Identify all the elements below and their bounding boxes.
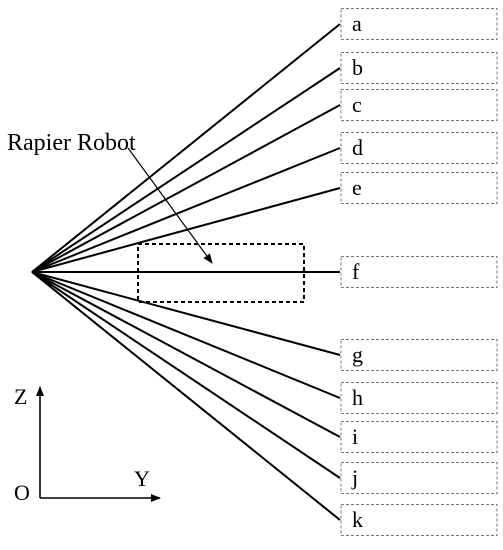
ray-fan	[31, 23, 341, 521]
ray-label-h: h	[352, 385, 363, 410]
ray-k	[31, 271, 341, 521]
label-boxes	[340, 8, 498, 536]
label-box-c	[340, 89, 498, 121]
ray-label-g: g	[352, 342, 363, 367]
origin-label: O	[14, 480, 30, 505]
ray-label-b: b	[352, 55, 363, 80]
label-box-f	[340, 256, 498, 288]
label-box-g	[340, 339, 498, 371]
label-box-k	[340, 504, 498, 536]
ray-label-a: a	[352, 11, 362, 36]
y-axis-label: Y	[134, 466, 150, 491]
label-box-i	[340, 421, 498, 453]
ray-c	[31, 104, 341, 273]
ray-label-e: e	[352, 175, 362, 200]
ray-h	[31, 271, 341, 399]
ray-d	[31, 147, 341, 273]
ray-label-d: d	[352, 135, 363, 160]
ray-e	[31, 187, 341, 273]
label-box-d	[340, 132, 498, 164]
ray-label-j: j	[351, 465, 358, 490]
ray-label-f: f	[352, 259, 360, 284]
label-box-a	[340, 8, 498, 40]
label-box-b	[340, 52, 498, 84]
ray-label-k: k	[352, 507, 363, 532]
ray-a	[31, 23, 341, 273]
label-box-j	[340, 462, 498, 494]
robot-pointer-arrow	[127, 147, 213, 264]
robot-label: Rapier Robot	[7, 130, 136, 156]
ray-b	[31, 67, 341, 273]
ray-j	[31, 271, 341, 479]
coordinate-axes: Z O Y	[14, 384, 161, 505]
ray-g	[31, 271, 341, 356]
ray-label-i: i	[352, 424, 358, 449]
label-box-e	[340, 172, 498, 204]
label-box-h	[340, 382, 498, 414]
ray-label-c: c	[352, 92, 362, 117]
ray-i	[31, 271, 341, 438]
z-axis-label: Z	[14, 384, 27, 409]
